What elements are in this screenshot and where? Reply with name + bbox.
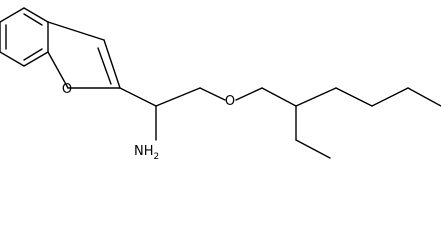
benzofuran-amino-ether-structure: O O NH2 xyxy=(0,7,441,162)
ring-oxygen-label: O xyxy=(62,82,72,97)
ether-oxygen-label: O xyxy=(225,94,235,109)
benzene-ring xyxy=(0,7,49,67)
amine-subscript: 2 xyxy=(154,152,160,162)
side-chain xyxy=(119,87,441,159)
amine-nh-text: NH xyxy=(134,144,154,159)
furan-ring xyxy=(47,21,121,89)
amine-label: NH2 xyxy=(134,144,159,162)
